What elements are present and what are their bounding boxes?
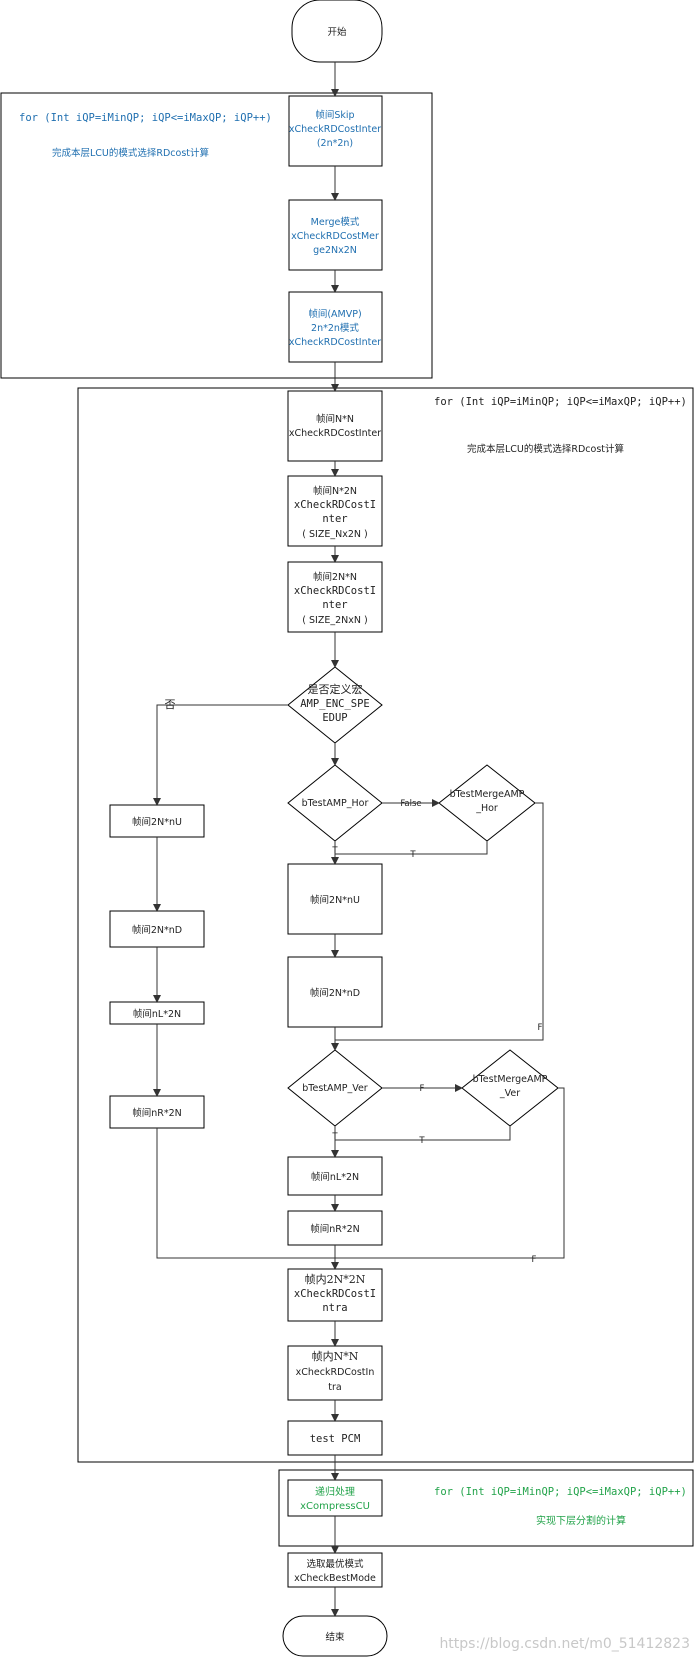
watermark: https://blog.csdn.net/m0_51412823 [439, 1636, 690, 1652]
loop2-header: for (Int iQP=iMinQP; iQP<=iMaxQP; iQP++) [434, 396, 687, 408]
loop2-note: 完成本层LCU的模式选择RDcost计算 [467, 443, 624, 455]
n2n-line1: 帧间N*2N [313, 485, 357, 497]
ver-label-nl2n: 帧间nL*2N [311, 1171, 359, 1183]
left-label-nl2n: 帧间nL*2N [133, 1008, 181, 1020]
hor-q-label: bTestAMP_Hor [302, 798, 369, 809]
nn-line2: xCheckRDCostInter [289, 428, 381, 439]
merge-line1: Merge模式 [311, 216, 360, 228]
n2n-box [287, 475, 383, 547]
skip-box [288, 95, 383, 167]
n2n-line3: nter [322, 513, 347, 525]
n2n-line4: ( SIZE_Nx2N ) [302, 529, 367, 540]
skip-line1: 帧间Skip [315, 109, 354, 121]
intrann-line2: xCheckRDCostIn [296, 1367, 375, 1378]
pcm-label: test PCM [310, 1433, 361, 1445]
recur-box [287, 1479, 383, 1517]
hor-label-2nnu: 帧间2N*nU [310, 894, 360, 906]
ver-label-nr2n: 帧间nR*2N [310, 1223, 360, 1235]
hor-t-label-1: T [331, 846, 338, 856]
intra2n-line3: ntra [322, 1302, 347, 1314]
ver-q-label: bTestAMP_Ver [302, 1083, 368, 1094]
ver-merge-line2: _Ver [499, 1088, 520, 1099]
start-node [291, 0, 383, 63]
loop3-note: 实现下层分割的计算 [536, 1514, 626, 1527]
amp-q-line1: 是否定义宏 [308, 682, 363, 696]
ver-t-label-2: T [418, 1136, 425, 1146]
amvp-line2: 2n*2n模式 [311, 322, 359, 334]
best-line2: xCheckBestMode [294, 1573, 376, 1584]
merge-line3: ge2Nx2N [313, 245, 357, 256]
left-label-nr2n: 帧间nR*2N [132, 1107, 182, 1119]
nn-line1: 帧间N*N [316, 413, 354, 425]
hor-t-label-2: T [409, 850, 416, 860]
merge-line2: xCheckRDCostMer [291, 231, 379, 242]
left-box-2nnd [109, 910, 205, 948]
nn-box [287, 390, 383, 462]
twonn-line2: xCheckRDCostI [294, 585, 376, 597]
intrann-line3: tra [328, 1382, 341, 1393]
twonn-line3: nter [322, 599, 347, 611]
recur-line1: 递归处理 [315, 1485, 355, 1498]
hor-f-label: F [538, 1023, 543, 1033]
amvp-line3: xCheckRDCostInter [289, 337, 381, 348]
loop1-header: for (Int iQP=iMinQP; iQP<=iMaxQP; iQP++) [19, 112, 272, 124]
intra2n-box [287, 1268, 383, 1322]
loop2-frame [77, 387, 694, 1463]
loop3-header: for (Int iQP=iMinQP; iQP<=iMaxQP; iQP++) [434, 1486, 687, 1498]
best-line1: 选取最优模式 [306, 1558, 364, 1570]
amvp-box [288, 291, 383, 363]
n2n-line2: xCheckRDCostI [294, 499, 376, 511]
intra2n-line1: 帧内2N*2N [305, 1272, 366, 1286]
left-label-2nnu: 帧间2N*nU [132, 816, 182, 828]
ver-f-label-2: F [532, 1255, 537, 1265]
skip-line2: xCheckRDCostInter [289, 124, 381, 135]
ver-f-label: F [420, 1084, 425, 1094]
merge-box [288, 199, 383, 271]
skip-line3: (2n*2n) [317, 138, 353, 149]
best-box [287, 1552, 383, 1588]
twonn-line4: ( SIZE_2NxN ) [302, 615, 367, 626]
amp-q-line3: EDUP [322, 712, 347, 724]
hor-label-2nnd: 帧间2N*nD [310, 987, 360, 999]
intra2n-line2: xCheckRDCostI [294, 1288, 376, 1300]
twonn-line1: 帧间2N*N [313, 571, 357, 583]
ver-merge-line1: bTestMergeAMP [473, 1074, 548, 1085]
loop1-frame [0, 92, 433, 379]
amp-q-line2: AMP_ENC_SPE [300, 698, 370, 710]
end-label: 结束 [325, 1631, 345, 1643]
loop1-note: 完成本层LCU的模式选择RDcost计算 [52, 147, 209, 159]
hor-merge-line2: _Hor [475, 803, 498, 814]
hor-merge-line1: bTestMergeAMP [450, 789, 525, 800]
hor-box-2nnd [287, 956, 383, 1028]
twonn-box [287, 561, 383, 633]
connectors [153, 62, 565, 1617]
hor-false-label: False [400, 799, 421, 809]
recur-line2: xCompressCU [300, 1501, 370, 1512]
ver-box-nl2n [287, 1156, 383, 1196]
left-box-2nnu [109, 804, 205, 838]
ver-t-label-1: T [331, 1132, 338, 1142]
intrann-line1: 帧内N*N [312, 1349, 359, 1363]
start-label: 开始 [327, 26, 347, 38]
hor-box-2nnu [287, 863, 383, 935]
pcm-box [287, 1420, 383, 1456]
ver-box-nr2n [287, 1210, 383, 1246]
loop3-frame [278, 1469, 694, 1547]
left-label-2nnd: 帧间2N*nD [132, 924, 182, 936]
amvp-line1: 帧间(AMVP) [308, 308, 361, 320]
